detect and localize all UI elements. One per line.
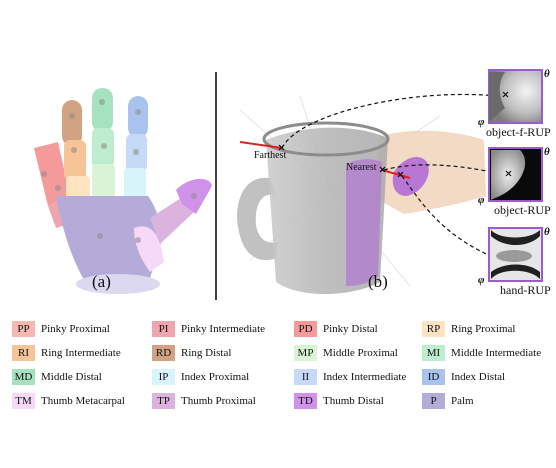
legend-label: Pinky Proximal — [41, 323, 110, 335]
legend-item: PD Pinky Distal — [294, 320, 378, 338]
hand-ring — [62, 100, 90, 204]
legend-swatch: RD — [152, 345, 175, 361]
nearest-line — [381, 169, 411, 179]
legend-item: PI Pinky Intermediate — [152, 320, 265, 338]
legend-item: RI Ring Intermediate — [12, 344, 121, 362]
legend-swatch: PD — [294, 321, 317, 337]
legend-label: Ring Intermediate — [41, 347, 121, 359]
legend-swatch: PP — [12, 321, 35, 337]
legend-label: Index Proximal — [181, 371, 250, 383]
farthest-line — [239, 141, 283, 149]
hand-wrist — [76, 274, 160, 294]
legend-swatch: II — [294, 369, 317, 385]
legend-label: Thumb Metacarpal — [41, 395, 125, 407]
legend-label: Middle Distal — [41, 371, 102, 383]
farthest-label: Farthest — [254, 150, 287, 161]
legend-item: TP Thumb Proximal — [152, 392, 256, 410]
legend-swatch: ID — [422, 369, 445, 385]
legend-label: Index Distal — [451, 371, 506, 383]
legend-item: P Palm — [422, 392, 474, 410]
mug-rim — [262, 121, 390, 157]
legend-swatch: IP — [152, 369, 175, 385]
dashed-connectors — [281, 93, 509, 261]
legend-item: II Index Intermediate — [294, 368, 406, 386]
connector-hand-rup — [401, 175, 501, 261]
legend-item: ID Index Distal — [422, 368, 505, 386]
legend-label: Thumb Distal — [323, 395, 384, 407]
theta-symbol-1: θ — [544, 68, 550, 80]
figure-graphics — [34, 69, 543, 302]
rup-label-hand: hand-RUP — [500, 283, 551, 297]
legend-label: Index Intermediate — [323, 371, 407, 383]
hand-model — [34, 88, 212, 294]
legend-label: Middle Proximal — [323, 347, 398, 359]
legend-item: TM Thumb Metacarpal — [12, 392, 125, 410]
rup-map-hand — [488, 227, 543, 282]
hand-palm — [56, 196, 162, 280]
theta-symbol-2: θ — [544, 146, 550, 158]
legend-item: MD Middle Distal — [12, 368, 102, 386]
mug-contact-region — [346, 159, 382, 286]
legend-item: MP Middle Proximal — [294, 344, 398, 362]
legend-swatch: RP — [422, 321, 445, 337]
legend-item: RD Ring Distal — [152, 344, 231, 362]
legend-item: IP Index Proximal — [152, 368, 249, 386]
legend-swatch: TD — [294, 393, 317, 409]
legend-label: Thumb Proximal — [181, 395, 256, 407]
legend-item: RP Ring Proximal — [422, 320, 515, 338]
legend-item: MI Middle Intermediate — [422, 344, 541, 362]
panel-label-b: (b) — [368, 272, 388, 291]
rup-map-object-f — [488, 69, 543, 124]
legend-item: TD Thumb Distal — [294, 392, 384, 410]
mug-scene — [237, 93, 509, 294]
legend-swatch: MI — [422, 345, 445, 361]
legend-swatch: P — [422, 393, 445, 409]
hand-joint-dots — [41, 99, 197, 243]
legend-label: Pinky Distal — [323, 323, 378, 335]
connector-object-f-rup — [281, 93, 507, 149]
legend-swatch: PI — [152, 321, 175, 337]
nearest-label: Nearest — [346, 162, 377, 173]
rup-label-object: object-RUP — [494, 203, 551, 217]
legend-swatch: TP — [152, 393, 175, 409]
theta-symbol-3: θ — [544, 226, 550, 238]
legend-label: Palm — [451, 395, 474, 407]
phi-symbol-3: φ — [478, 274, 485, 286]
legend-swatch: MP — [294, 345, 317, 361]
legend-swatch: TM — [12, 393, 35, 409]
thumb-tip — [392, 157, 429, 196]
legend-item: PP Pinky Proximal — [12, 320, 110, 338]
legend-label: Ring Proximal — [451, 323, 516, 335]
rup-label-object-f: object-f-RUP — [486, 125, 551, 139]
legend-swatch: MD — [12, 369, 35, 385]
panel-label-a: (a) — [92, 272, 111, 291]
legend-label: Middle Intermediate — [451, 347, 542, 359]
mug-handle — [237, 177, 278, 261]
legend: PP Pinky Proximal PI Pinky Intermediate PD Pi… — [0, 318, 556, 428]
phi-symbol-2: φ — [478, 194, 485, 206]
rup-map-object — [488, 147, 543, 202]
legend-label: Pinky Intermediate — [181, 323, 266, 335]
hand-thumb — [134, 178, 212, 272]
legend-label: Ring Distal — [181, 347, 232, 359]
phi-symbol-1: φ — [478, 116, 485, 128]
legend-swatch: RI — [12, 345, 35, 361]
figure: (a) (b) Farthest Nearest object-f-RUP ob… — [34, 68, 551, 302]
